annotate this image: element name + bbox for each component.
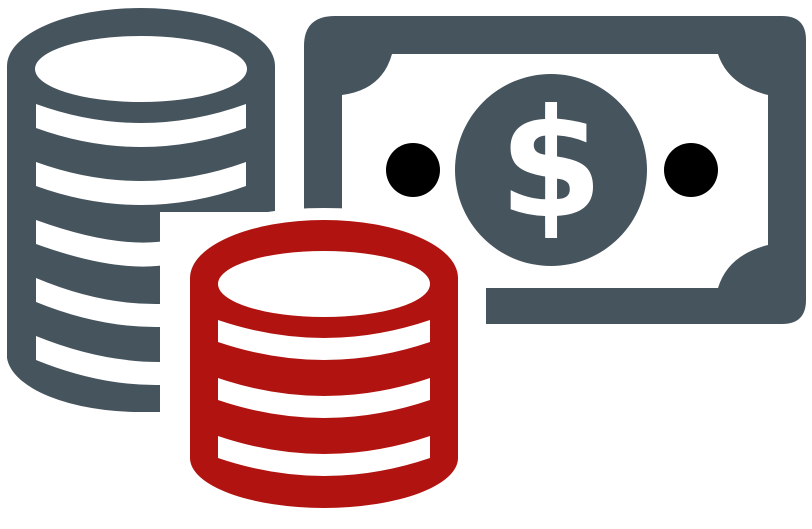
banknote-icon: $ (304, 16, 806, 324)
gray-coin-stack-icon (7, 8, 275, 413)
red-coin-stack-icon (162, 208, 486, 528)
dollar-sign-icon: $ (499, 78, 603, 252)
